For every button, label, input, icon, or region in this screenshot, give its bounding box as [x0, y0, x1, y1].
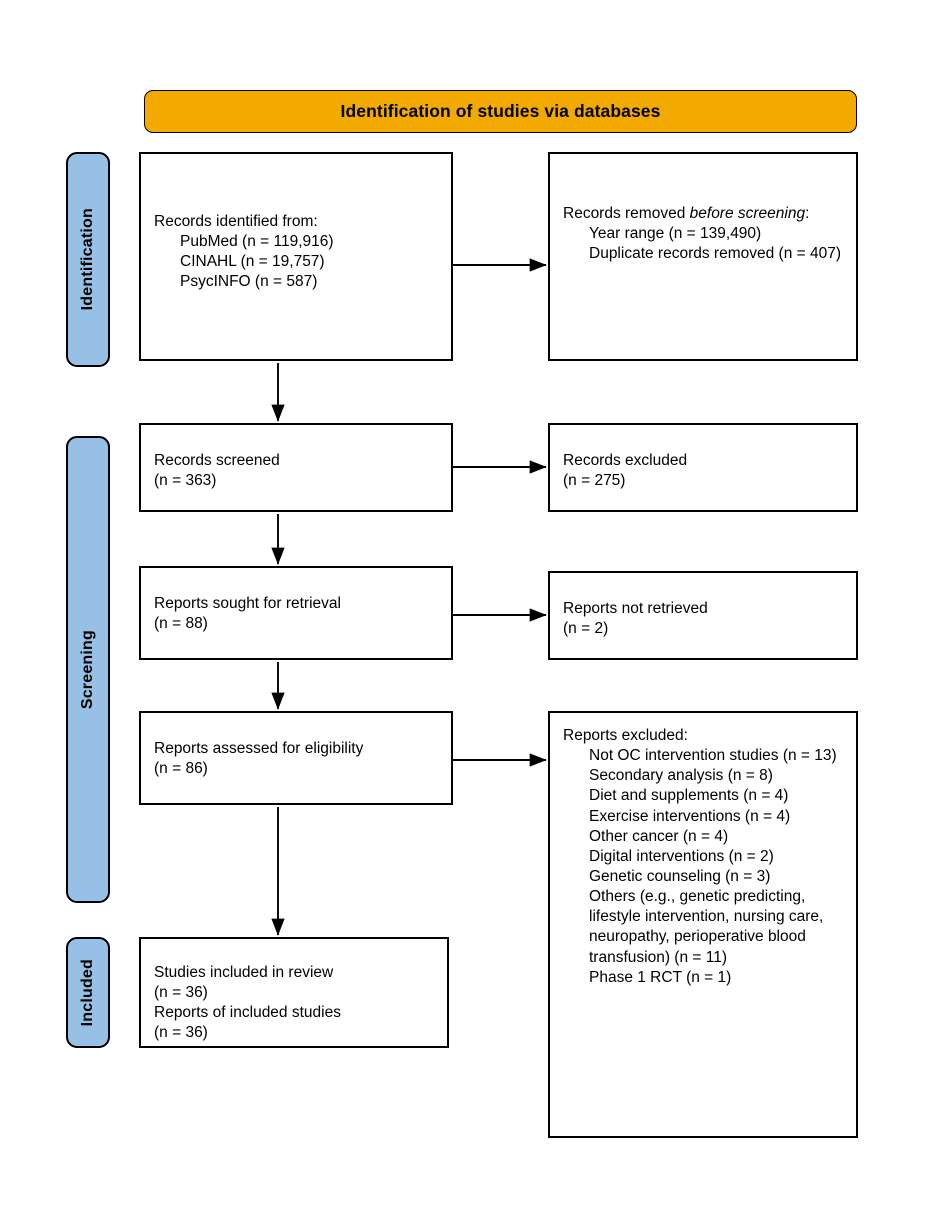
records-removed-item-duplicates: Duplicate records removed (n = 407) — [589, 245, 841, 263]
reports-excluded-item-5: Digital interventions (n = 2) — [589, 847, 774, 865]
reports-excluded-item-0: Not OC intervention studies (n = 13) — [589, 747, 837, 765]
stage-label-included-text: Included — [79, 958, 96, 1027]
records-identified-item-pubmed: PubMed (n = 119,916) — [180, 233, 334, 251]
identification-banner: Identification of studies via databases — [144, 90, 857, 133]
reports-excluded-item-2: Diet and supplements (n = 4) — [589, 787, 789, 805]
studies-included-line-3: Reports of included studies — [154, 1004, 341, 1022]
studies-included-line-2: (n = 36) — [154, 984, 208, 1002]
records-removed-heading-pre: Records removed — [563, 205, 690, 222]
studies-included-line-4: (n = 36) — [154, 1024, 208, 1042]
box-studies-included: Studies included in review (n = 36) Repo… — [139, 937, 449, 1048]
reports-not-retrieved-count: (n = 2) — [563, 620, 609, 638]
stage-label-included: Included — [66, 937, 110, 1048]
box-reports-assessed: Reports assessed for eligibility (n = 86… — [139, 711, 453, 805]
box-records-identified: Records identified from: PubMed (n = 119… — [139, 152, 453, 361]
records-identified-heading: Records identified from: — [154, 213, 318, 230]
box-records-excluded: Records excluded (n = 275) — [548, 423, 858, 512]
reports-not-retrieved-label: Reports not retrieved — [563, 600, 708, 617]
stage-label-screening-text: Screening — [79, 629, 96, 710]
records-identified-item-psycinfo: PsycINFO (n = 587) — [180, 273, 318, 291]
records-removed-heading-italic: before screening — [689, 205, 806, 222]
records-removed-item-year-range: Year range (n = 139,490) — [589, 225, 762, 243]
reports-excluded-heading: Reports excluded: — [563, 727, 688, 744]
stage-label-screening: Screening — [66, 436, 110, 903]
box-reports-sought: Reports sought for retrieval (n = 88) — [139, 566, 453, 660]
reports-excluded-item-3: Exercise interventions (n = 4) — [589, 807, 791, 825]
reports-assessed-count: (n = 86) — [154, 760, 208, 778]
reports-assessed-label: Reports assessed for eligibility — [154, 740, 364, 757]
records-screened-label: Records screened — [154, 452, 280, 469]
stage-label-identification-text: Identification — [79, 208, 96, 311]
records-removed-heading: Records removed before screening: — [563, 204, 843, 224]
records-excluded-label: Records excluded — [563, 452, 688, 469]
reports-excluded-item-8: Phase 1 RCT (n = 1) — [589, 968, 732, 986]
reports-excluded-item-7: Others (e.g., genetic predicting, lifest… — [589, 888, 828, 966]
box-reports-not-retrieved: Reports not retrieved (n = 2) — [548, 571, 858, 660]
reports-sought-count: (n = 88) — [154, 615, 208, 633]
stage-label-identification: Identification — [66, 152, 110, 367]
box-records-screened: Records screened (n = 363) — [139, 423, 453, 512]
records-identified-item-cinahl: CINAHL (n = 19,757) — [180, 253, 325, 271]
reports-excluded-item-1: Secondary analysis (n = 8) — [589, 767, 773, 785]
records-screened-count: (n = 363) — [154, 472, 217, 490]
records-excluded-count: (n = 275) — [563, 472, 626, 490]
studies-included-line-1: Studies included in review — [154, 964, 334, 981]
reports-excluded-item-4: Other cancer (n = 4) — [589, 827, 729, 845]
banner-title: Identification of studies via databases — [340, 101, 661, 121]
records-removed-heading-post: : — [805, 205, 810, 222]
reports-sought-label: Reports sought for retrieval — [154, 595, 341, 612]
box-reports-excluded: Reports excluded: Not OC intervention st… — [548, 711, 858, 1138]
box-records-removed: Records removed before screening: Year r… — [548, 152, 858, 361]
reports-excluded-item-6: Genetic counseling (n = 3) — [589, 867, 771, 885]
